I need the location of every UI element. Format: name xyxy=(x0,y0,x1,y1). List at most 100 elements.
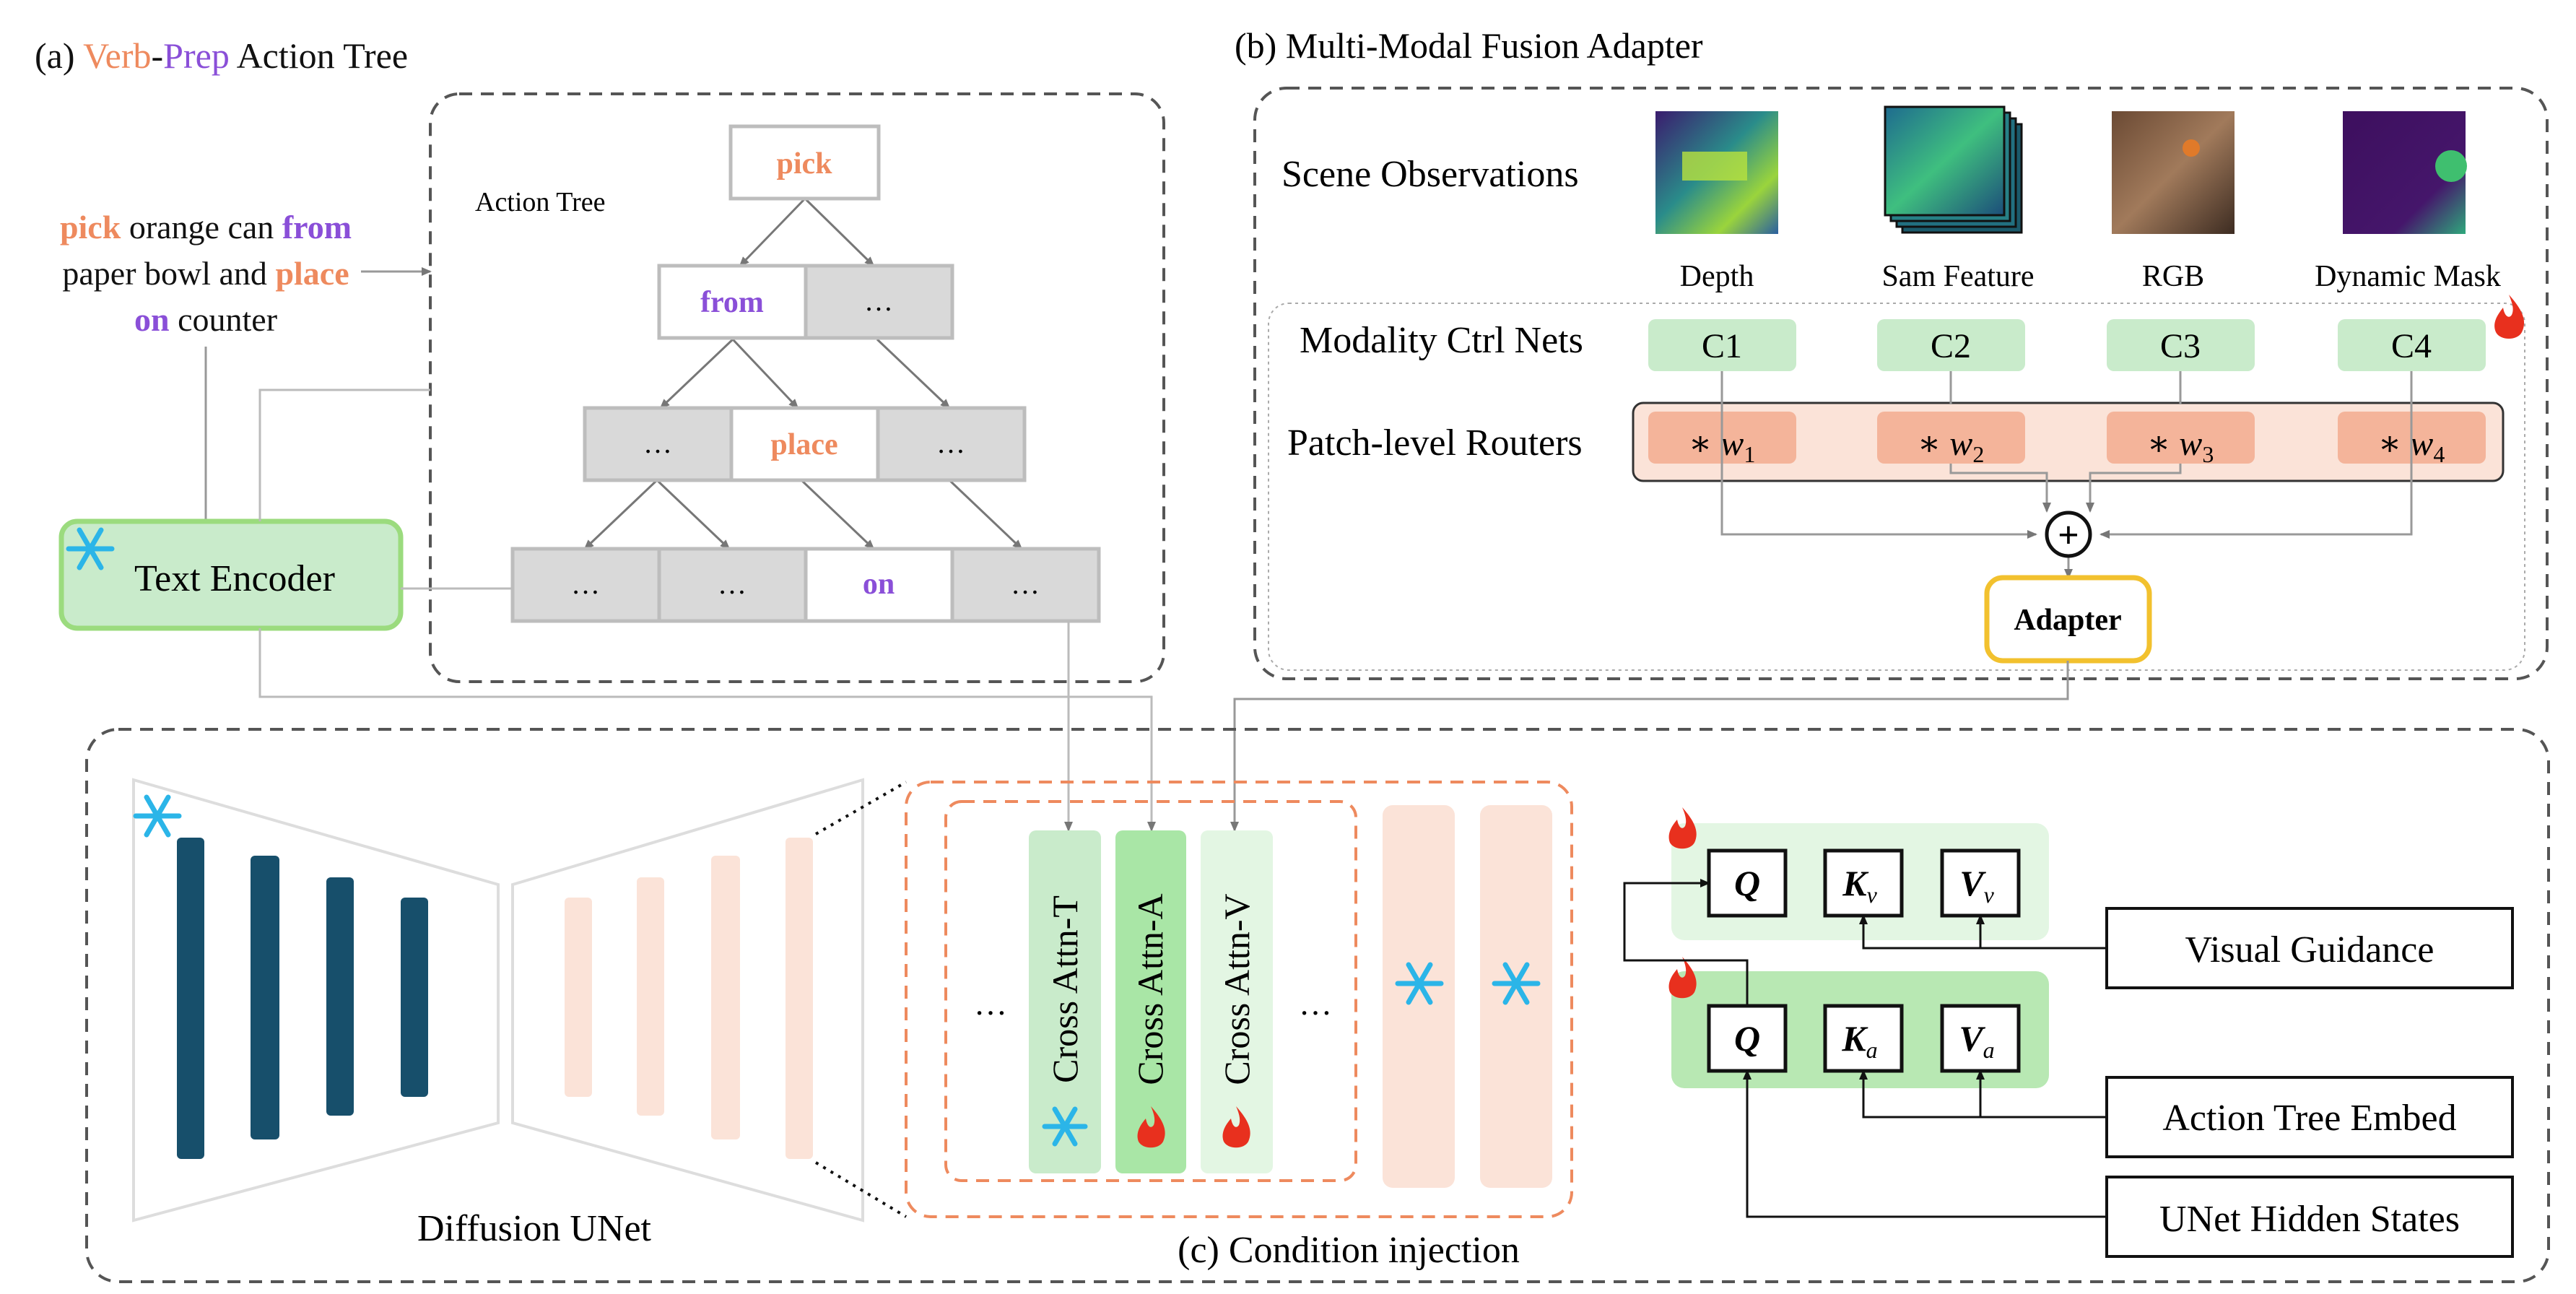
unet-decoder-shape xyxy=(511,778,864,1223)
dynamic-mask-image xyxy=(2343,111,2467,234)
tree-node-from-label: from xyxy=(700,286,764,319)
tree-node-ellipsis xyxy=(657,547,808,623)
tree-node-ellipsis-label: … xyxy=(718,568,747,600)
router-weight: ∗ w3 xyxy=(2147,425,2214,467)
modality-label: RGB xyxy=(2142,260,2204,293)
visual-guidance-label: Visual Guidance xyxy=(2185,929,2434,970)
adapter-output-line xyxy=(1230,661,2069,832)
router-weight: ∗ w2 xyxy=(1918,425,1985,467)
fire-icon xyxy=(1137,1106,1165,1148)
tree-node-ellipsis-label: … xyxy=(864,285,893,317)
routing-lines xyxy=(1720,371,2413,579)
unet-decoder-blocks xyxy=(565,838,813,1159)
modality-label: Depth xyxy=(1680,260,1754,293)
unet-encoder-shape xyxy=(132,778,500,1223)
query-label: Q xyxy=(1734,1018,1760,1059)
snowflake-icon xyxy=(66,527,115,570)
tree-node-ellipsis-label: … xyxy=(571,568,600,600)
tree-node-ellipsis xyxy=(583,406,734,482)
cross-attn-a-block xyxy=(1115,830,1186,1173)
frozen-layer-block xyxy=(1383,805,1455,1188)
ctrl-nets-label: Modality Ctrl Nets xyxy=(1300,320,1583,361)
sum-node xyxy=(2045,511,2092,558)
tree-connectors xyxy=(583,197,1023,550)
action-tree-label: Action Tree xyxy=(475,187,606,217)
cross-attn-t-block xyxy=(1029,830,1101,1173)
sentence-word: paper bowl and xyxy=(62,255,275,292)
svg-text:pick orange can from: pick orange can from xyxy=(60,209,352,246)
tree-node-ellipsis xyxy=(950,547,1101,623)
tree-node-ellipsis-label: … xyxy=(936,427,965,459)
fire-icon xyxy=(1668,807,1697,849)
modality-label: Sam Feature xyxy=(1881,260,2034,293)
frozen-layer-block xyxy=(1480,805,1552,1188)
action-tree-box xyxy=(429,92,1165,683)
query-label: Q xyxy=(1734,863,1760,903)
cross-attention-group xyxy=(944,800,1357,1182)
ctrl-net-label: C1 xyxy=(1702,327,1742,365)
sentence-word: pick xyxy=(60,209,121,246)
action-tree-embed-label: Action Tree Embed xyxy=(2162,1098,2456,1139)
routers-label: Patch-level Routers xyxy=(1287,422,1583,464)
tree-node-place-label: place xyxy=(770,428,837,461)
unet-label: Diffusion UNet xyxy=(417,1208,652,1249)
tree-node-ellipsis xyxy=(876,406,1027,482)
cross-attn-label: Cross Attn-A xyxy=(1130,893,1170,1085)
qkv-arrows xyxy=(1623,879,2107,1218)
condition-injection-box xyxy=(85,728,2550,1283)
ctrl-nets xyxy=(1648,319,2486,371)
routers-strip xyxy=(1632,401,2505,482)
tree-node-pick-label: pick xyxy=(776,147,832,181)
instruction-sentence: pick orange can from paper bowl and plac… xyxy=(60,209,352,338)
tree-node-on-label: on xyxy=(863,568,895,601)
snowflake-icon xyxy=(1395,962,1444,1005)
tree-node-ellipsis xyxy=(804,264,954,340)
depth-image xyxy=(1655,111,1778,234)
router-weight: ∗ w4 xyxy=(2378,425,2445,467)
sentence-word: on xyxy=(134,301,170,338)
unet-hidden-states-label: UNet Hidden States xyxy=(2159,1199,2460,1240)
adapter-inner-region xyxy=(1268,303,2525,671)
tree-node-ellipsis-label: … xyxy=(643,427,672,459)
value-action-label: Va xyxy=(1959,1018,1994,1063)
sam-feature-image xyxy=(1884,105,2023,234)
action-tree-embed-box xyxy=(2105,1076,2514,1158)
fire-icon xyxy=(1222,1106,1250,1148)
cross-attn-label: Cross Attn-T xyxy=(1045,895,1085,1083)
sentence-word: from xyxy=(282,209,352,246)
text-encoder-label: Text Encoder xyxy=(134,558,335,599)
ctrl-net-label: C4 xyxy=(2391,327,2432,365)
sentence-word: place xyxy=(275,255,349,292)
ctrl-net-label: C3 xyxy=(2160,327,2201,365)
snowflake-icon xyxy=(133,794,182,838)
tree-node-place xyxy=(729,406,880,482)
modality-label: Dynamic Mask xyxy=(2315,260,2501,293)
tree-node-pick xyxy=(728,124,881,201)
adapter-label: Adapter xyxy=(2014,604,2121,637)
key-action-label: Ka xyxy=(1841,1018,1877,1063)
snowflake-icon xyxy=(1492,962,1541,1005)
encoder-connections xyxy=(258,388,1156,832)
panel-a-title: (a) Verb-Prep Action Tree xyxy=(35,35,408,76)
tree-node-ellipsis-label: … xyxy=(1011,568,1040,600)
panel-b-title: (b) Multi-Modal Fusion Adapter xyxy=(1235,25,1703,66)
svg-text:on counter: on counter xyxy=(134,301,277,338)
cross-attn-label: Cross Attn-V xyxy=(1217,893,1257,1085)
zoom-lines xyxy=(814,781,908,1218)
router-weight: ∗ w1 xyxy=(1689,425,1756,467)
sentence-word: orange can xyxy=(121,209,282,246)
unet-hidden-states-box xyxy=(2105,1176,2514,1258)
ellipsis: … xyxy=(1299,985,1332,1022)
rgb-image xyxy=(2112,111,2235,234)
sentence-word: counter xyxy=(170,301,277,338)
ellipsis: … xyxy=(974,985,1007,1022)
text-encoder xyxy=(58,518,404,631)
fire-icon xyxy=(2494,295,2525,339)
tree-node-on xyxy=(804,547,954,623)
zoomed-transformer-block xyxy=(905,781,1573,1218)
svg-text:paper bowl and place: paper bowl and place xyxy=(62,255,349,292)
cross-attn-v-block xyxy=(1201,830,1273,1173)
key-visual-label: Kv xyxy=(1842,863,1877,908)
scene-observations-label: Scene Observations xyxy=(1282,154,1579,195)
